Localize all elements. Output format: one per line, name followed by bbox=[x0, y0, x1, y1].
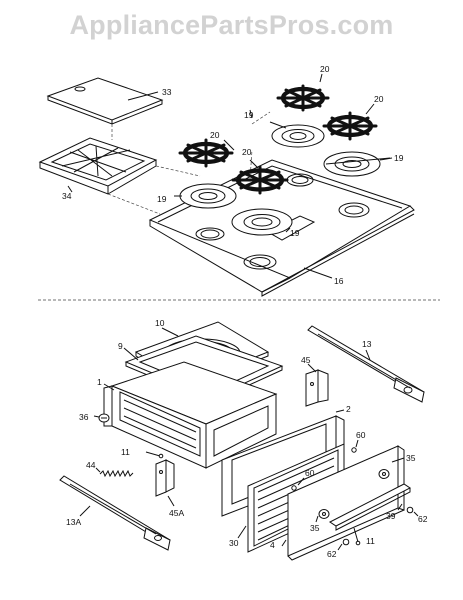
part-62-screws[interactable] bbox=[342, 506, 414, 546]
label-13a: 13A bbox=[66, 517, 81, 527]
part-36-screw[interactable] bbox=[98, 413, 110, 423]
part-33-panel[interactable] bbox=[46, 77, 164, 125]
label-39: 39 bbox=[386, 511, 396, 521]
label-30: 30 bbox=[229, 538, 239, 548]
label-33: 33 bbox=[162, 87, 172, 97]
part-39-handle[interactable] bbox=[329, 483, 411, 531]
part-19-burner-rings[interactable] bbox=[179, 124, 381, 236]
label-19a: 19 bbox=[157, 194, 167, 204]
part-13a-slide-rail[interactable] bbox=[59, 475, 171, 551]
label-45a: 45A bbox=[169, 508, 184, 518]
label-16: 16 bbox=[334, 276, 344, 286]
part-45-bracket[interactable] bbox=[305, 369, 329, 407]
label-13: 13 bbox=[362, 339, 372, 349]
label-35a: 35 bbox=[406, 453, 416, 463]
part-60-screws[interactable] bbox=[291, 447, 357, 491]
label-35b: 35 bbox=[310, 523, 320, 533]
label-20a: 20 bbox=[210, 130, 220, 140]
watermark-text: AppliancePartsPros.com bbox=[69, 10, 394, 40]
label-20b: 20 bbox=[242, 147, 252, 157]
label-2: 2 bbox=[346, 404, 351, 414]
label-4: 4 bbox=[270, 540, 275, 550]
label-1: 1 bbox=[97, 377, 102, 387]
label-44: 44 bbox=[86, 460, 96, 470]
label-19d: 19 bbox=[290, 228, 300, 238]
part-20-grates[interactable] bbox=[178, 84, 378, 195]
label-20d: 20 bbox=[374, 94, 384, 104]
part-35-end-caps[interactable] bbox=[318, 469, 390, 519]
label-45: 45 bbox=[301, 355, 311, 365]
label-20c: 20 bbox=[320, 64, 330, 74]
part-13-slide-rail[interactable] bbox=[307, 325, 425, 403]
label-11a: 11 bbox=[121, 447, 130, 457]
part-44-spring[interactable] bbox=[99, 469, 134, 478]
part-34-tray[interactable] bbox=[38, 137, 158, 195]
part-4-drawer-panel[interactable] bbox=[287, 445, 405, 561]
label-60a: 60 bbox=[356, 430, 366, 440]
label-19c: 19 bbox=[394, 153, 404, 163]
callout-labels: 33 34 19 20 20 19 20 20 19 19 16 10 9 1 … bbox=[62, 64, 428, 559]
part-1-drawer-body[interactable] bbox=[103, 361, 278, 469]
label-10: 10 bbox=[155, 318, 165, 328]
part-11-pins[interactable] bbox=[145, 451, 361, 546]
label-19b: 19 bbox=[244, 110, 254, 120]
label-34: 34 bbox=[62, 191, 72, 201]
label-36: 36 bbox=[79, 412, 89, 422]
label-60b: 60 bbox=[305, 468, 315, 478]
label-62a: 62 bbox=[418, 514, 428, 524]
part-45a-bracket[interactable] bbox=[155, 459, 175, 497]
label-9: 9 bbox=[118, 341, 123, 351]
label-11b: 11 bbox=[366, 536, 375, 546]
label-62b: 62 bbox=[327, 549, 337, 559]
